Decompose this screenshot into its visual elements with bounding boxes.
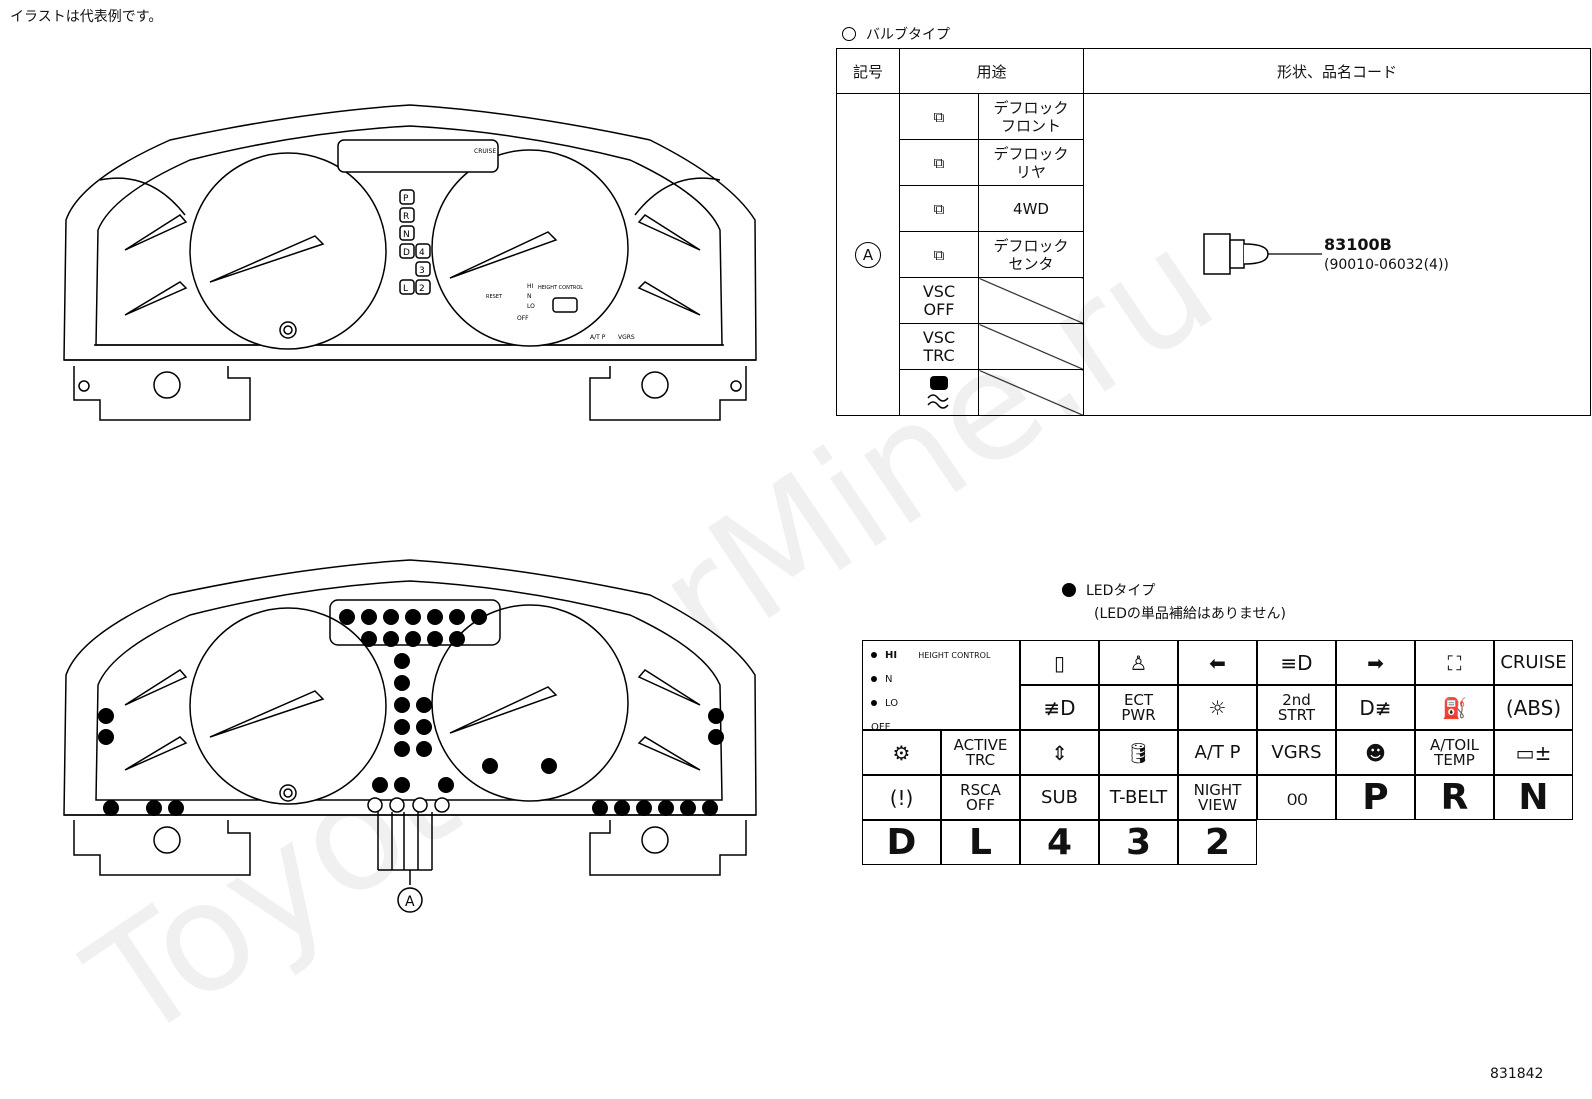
led-label: ECT PWR bbox=[1099, 685, 1178, 730]
led-label: NIGHT VIEW bbox=[1178, 775, 1257, 820]
gear-r: R bbox=[403, 212, 409, 222]
diff-lock-rear-icon: ⧉ bbox=[899, 139, 979, 186]
part-number: 83100B bbox=[1324, 234, 1392, 254]
headlight-icon: ≡D bbox=[1257, 640, 1336, 685]
part-code: (90010-06032(4)) bbox=[1324, 256, 1449, 273]
4wd-icon: ⧉ bbox=[899, 185, 979, 232]
callout-a-icon: A bbox=[855, 241, 881, 268]
bulb-icon bbox=[1203, 232, 1322, 275]
led-dots bbox=[98, 609, 724, 816]
led-label: T-BELT bbox=[1099, 775, 1178, 820]
led-label: CRUISE bbox=[1494, 640, 1573, 685]
bulb-table: 記号 用途 形状、品名コード A ⧉ デフロック フロント 83100B (90… bbox=[836, 48, 1591, 416]
gear-n: N bbox=[403, 230, 410, 240]
illustration-note: イラストは代表例です。 bbox=[10, 9, 163, 25]
cruise-text: CRUISE bbox=[474, 148, 496, 155]
airbag-icon: ☻ bbox=[1336, 730, 1415, 775]
shape-cell: 83100B (90010-06032(4)) bbox=[1083, 93, 1591, 416]
header-use: 用途 bbox=[899, 48, 1084, 94]
led-label: D bbox=[862, 820, 941, 865]
brake-icon: (!) bbox=[862, 775, 941, 820]
reset-text: RESET bbox=[486, 294, 503, 300]
open-circle-icon bbox=[842, 27, 856, 41]
slip-indicator-icon bbox=[899, 369, 979, 416]
gear-p: P bbox=[403, 194, 409, 204]
height-control-text: HEIGHT CONTROL bbox=[538, 285, 583, 291]
led-label: 3 bbox=[1099, 820, 1178, 865]
empty-diagonal bbox=[978, 277, 1084, 324]
turn-left-icon: ⬅ bbox=[1178, 640, 1257, 685]
led-label: R bbox=[1415, 775, 1494, 820]
led-label: SUB bbox=[1020, 775, 1099, 820]
seatbelt-icon: ♙ bbox=[1099, 640, 1178, 685]
gear-4: 4 bbox=[419, 248, 425, 258]
led-label: RSCA OFF bbox=[941, 775, 1020, 820]
use-label-4: デフロック センタ bbox=[978, 231, 1084, 278]
gear-l: L bbox=[403, 284, 408, 294]
figure-id: 831842 bbox=[1490, 1066, 1544, 1082]
led-label: A/T P bbox=[1178, 730, 1257, 775]
led-label: 2nd STRT bbox=[1257, 685, 1336, 730]
callout-a-bottom: A bbox=[405, 894, 415, 910]
lo-text: LO bbox=[527, 303, 535, 310]
use-label-2: デフロック リヤ bbox=[978, 139, 1084, 186]
filled-circle-icon bbox=[1062, 583, 1076, 597]
symbol-cell: A bbox=[836, 93, 900, 416]
gear-3: 3 bbox=[419, 266, 425, 276]
vgrs-text: VGRS bbox=[618, 334, 635, 341]
height-control-cell: HI HEIGHT CONTROL N LO OFF bbox=[862, 640, 1020, 733]
hi-text: HI bbox=[527, 283, 534, 290]
bulb-legend: バルブタイプ bbox=[842, 24, 950, 44]
tail-light-icon: ☼ bbox=[1178, 685, 1257, 730]
led-sub: (LEDの単品補給はありません) bbox=[1094, 606, 1286, 622]
led-label: ACTIVE TRC bbox=[941, 730, 1020, 775]
fog-rear-icon: ≢D bbox=[1020, 685, 1099, 730]
n-text: N bbox=[527, 293, 532, 300]
use-label-5: VSC OFF bbox=[899, 277, 979, 324]
gear-2: 2 bbox=[419, 284, 425, 294]
check-engine-icon: ⚙ bbox=[862, 730, 941, 775]
led-legend: LEDタイプ bbox=[1062, 580, 1155, 600]
atp-text: A/T P bbox=[590, 334, 606, 341]
diff-lock-center-icon: ⧉ bbox=[899, 231, 979, 278]
led-label: L bbox=[941, 820, 1020, 865]
header-shape: 形状、品名コード bbox=[1083, 48, 1591, 94]
empty-diagonal bbox=[978, 369, 1084, 416]
use-label-1: デフロック フロント bbox=[978, 93, 1084, 140]
height-icon: ⇕ bbox=[1020, 730, 1099, 775]
led-label: 4 bbox=[1020, 820, 1099, 865]
led-label: P bbox=[1336, 775, 1415, 820]
empty-diagonal bbox=[978, 323, 1084, 370]
led-label: 2 bbox=[1178, 820, 1257, 865]
diff-lock-front-icon: ⧉ bbox=[899, 93, 979, 140]
header-symbol: 記号 bbox=[836, 48, 900, 94]
turn-right-icon: ➡ bbox=[1336, 640, 1415, 685]
abs-icon: (ABS) bbox=[1494, 685, 1573, 730]
led-label: A/TOIL TEMP bbox=[1415, 730, 1494, 775]
use-label-6: VSC TRC bbox=[899, 323, 979, 370]
use-label-3: 4WD bbox=[978, 185, 1084, 232]
fog-front-icon: D≢ bbox=[1336, 685, 1415, 730]
led-label: N bbox=[1494, 775, 1573, 820]
fuel-icon: ⛽ bbox=[1415, 685, 1494, 730]
battery-icon: ▭± bbox=[1494, 730, 1573, 775]
door-open-icon: ⛶ bbox=[1415, 640, 1494, 685]
led-label: VGRS bbox=[1257, 730, 1336, 775]
glow-icon: ൦൦ bbox=[1257, 775, 1336, 820]
door-icon: ▯ bbox=[1020, 640, 1099, 685]
oil-icon: 🛢 bbox=[1099, 730, 1178, 775]
off-text: OFF bbox=[517, 315, 529, 322]
gear-d: D bbox=[403, 248, 410, 258]
